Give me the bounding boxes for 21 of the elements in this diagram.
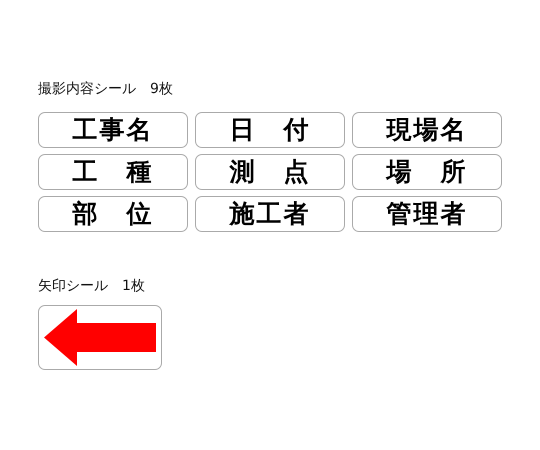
sticker-box <box>352 154 502 190</box>
section-heading: 矢印シール 1枚 <box>38 278 145 294</box>
sticker-text: 場 所 <box>386 158 468 186</box>
sticker-text: 管理者 <box>386 200 468 228</box>
sticker-box <box>352 112 502 148</box>
sticker-text: 工 種 <box>72 158 154 186</box>
arrow-sticker-box <box>38 305 162 370</box>
sticker-text: 工事名 <box>72 116 154 144</box>
sticker-text: 日 付 <box>230 116 310 144</box>
section-heading: 撮影内容シール 9枚 <box>38 81 173 97</box>
sticker-text: 施工者 <box>230 200 310 228</box>
sticker-box <box>38 196 188 232</box>
sticker-box <box>352 196 502 232</box>
sticker-box <box>195 154 345 190</box>
sticker-text: 測 点 <box>230 158 310 186</box>
sticker-box <box>195 112 345 148</box>
sticker-box <box>38 154 188 190</box>
sticker-box <box>38 112 188 148</box>
sticker-text: 部 位 <box>72 200 154 228</box>
sticker-text: 現場名 <box>386 116 468 144</box>
sticker-box <box>195 196 345 232</box>
